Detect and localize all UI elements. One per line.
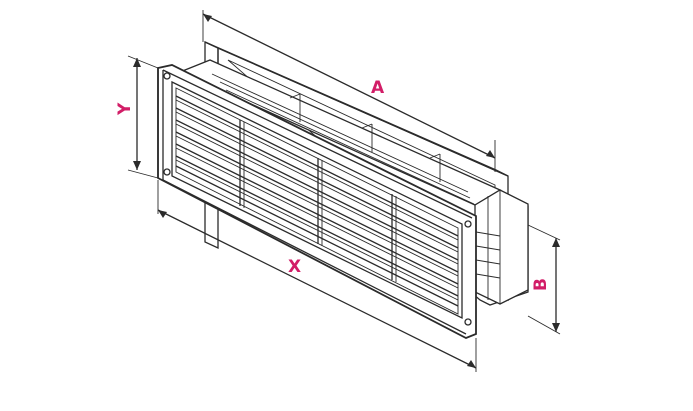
front-louvres: [175, 95, 459, 307]
screw-hole-bottom-left: [163, 168, 171, 176]
dimension-y: Y: [115, 55, 159, 179]
screw-hole-bottom-right: [464, 318, 472, 326]
front-faceplate: [157, 64, 477, 339]
dimension-label-b: B: [531, 278, 551, 291]
screw-hole-top-right: [464, 220, 472, 228]
louvre-dividers: [239, 120, 397, 282]
dimension-b: B: [527, 224, 561, 335]
dimension-label-a: A: [371, 78, 385, 98]
inner-louvres: [211, 73, 475, 205]
dimension-label-y: Y: [115, 102, 135, 116]
dimension-label-x: X: [288, 257, 301, 277]
screw-hole-top-left: [163, 72, 171, 80]
dimension-a: A: [202, 10, 496, 172]
dimension-x: X: [157, 180, 477, 372]
